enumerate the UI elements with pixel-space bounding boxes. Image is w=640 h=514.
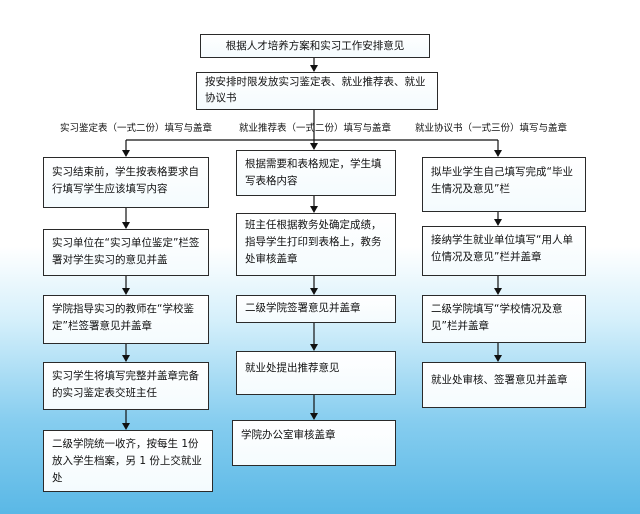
col1-step-3-text: 学院指导实习的教师在“学校鉴定”栏签署意见并盖章 bbox=[52, 303, 194, 332]
col2-step-4: 就业处提出推荐意见 bbox=[236, 351, 396, 395]
col3-step-3-text: 二级学院填写“学校情况及意见”栏并盖章 bbox=[431, 303, 563, 332]
col2-step-5-text: 学院办公室审核盖章 bbox=[241, 429, 336, 441]
col3-step-4-text: 就业处审核、签署意见并盖章 bbox=[431, 374, 568, 386]
col3-step-4: 就业处审核、签署意见并盖章 bbox=[422, 362, 586, 408]
col1-step-2: 实习单位在“实习单位鉴定”栏签署对学生实习的意见并盖 bbox=[43, 229, 209, 276]
col1-step-2-text: 实习单位在“实习单位鉴定”栏签署对学生实习的意见并盖 bbox=[52, 237, 200, 266]
title-box-text: 根据人才培养方案和实习工作安排意见 bbox=[225, 40, 405, 52]
distribution-box-text: 按安排时限发放实习鉴定表、就业推荐表、就业协议书 bbox=[205, 76, 426, 105]
col1-step-4: 实习学生将填写完整并盖章完备的实习鉴定表交班主任 bbox=[43, 362, 209, 410]
col3-step-2-text: 接纳学生就业单位填写“用人单位情况及意见”栏并盖章 bbox=[431, 234, 573, 263]
col2-step-1-text: 根据需要和表格规定，学生填写表格内容 bbox=[245, 158, 382, 187]
col1-step-4-text: 实习学生将填写完整并盖章完备的实习鉴定表交班主任 bbox=[52, 370, 199, 399]
col2-step-1: 根据需要和表格规定，学生填写表格内容 bbox=[236, 150, 396, 196]
col3-step-1: 拟毕业学生自己填写完成“毕业生情况及意见”栏 bbox=[422, 157, 586, 212]
col1-step-3: 学院指导实习的教师在“学校鉴定”栏签署意见并盖章 bbox=[43, 295, 209, 344]
col2-step-3-text: 二级学院签署意见并盖章 bbox=[245, 302, 361, 314]
column-label-agreement: 就业协议书（一式三份）填写与盖章 bbox=[415, 123, 568, 134]
col3-step-1-text: 拟毕业学生自己填写完成“毕业生情况及意见”栏 bbox=[431, 166, 573, 195]
col2-step-5: 学院办公室审核盖章 bbox=[232, 420, 396, 466]
column-label-recommendation: 就业推荐表（一式二份）填写与盖章 bbox=[239, 123, 392, 134]
col2-step-2-text: 班主任根据教务处确定成绩，指导学生打印到表格上，教务处审核盖章 bbox=[245, 219, 382, 265]
col1-step-5: 二级学院统一收齐，按每生 1份放入学生档案，另 1 份上交就业处 bbox=[43, 430, 213, 492]
title-box: 根据人才培养方案和实习工作安排意见 bbox=[200, 34, 430, 58]
distribution-box: 按安排时限发放实习鉴定表、就业推荐表、就业协议书 bbox=[196, 72, 438, 110]
col1-step-5-text: 二级学院统一收齐，按每生 1份放入学生档案，另 1 份上交就业处 bbox=[52, 438, 202, 484]
col3-step-2: 接纳学生就业单位填写“用人单位情况及意见”栏并盖章 bbox=[422, 226, 586, 276]
col1-step-1-text: 实习结束前，学生按表格要求自行填写学生应该填写内容 bbox=[52, 166, 199, 195]
col3-step-3: 二级学院填写“学校情况及意见”栏并盖章 bbox=[422, 295, 586, 343]
col2-step-3: 二级学院签署意见并盖章 bbox=[236, 295, 396, 323]
column-label-internship: 实习鉴定表（一式二份）填写与盖章 bbox=[60, 123, 213, 134]
col1-step-1: 实习结束前，学生按表格要求自行填写学生应该填写内容 bbox=[43, 157, 209, 208]
col2-step-2: 班主任根据教务处确定成绩，指导学生打印到表格上，教务处审核盖章 bbox=[236, 213, 396, 276]
col2-step-4-text: 就业处提出推荐意见 bbox=[245, 362, 340, 374]
